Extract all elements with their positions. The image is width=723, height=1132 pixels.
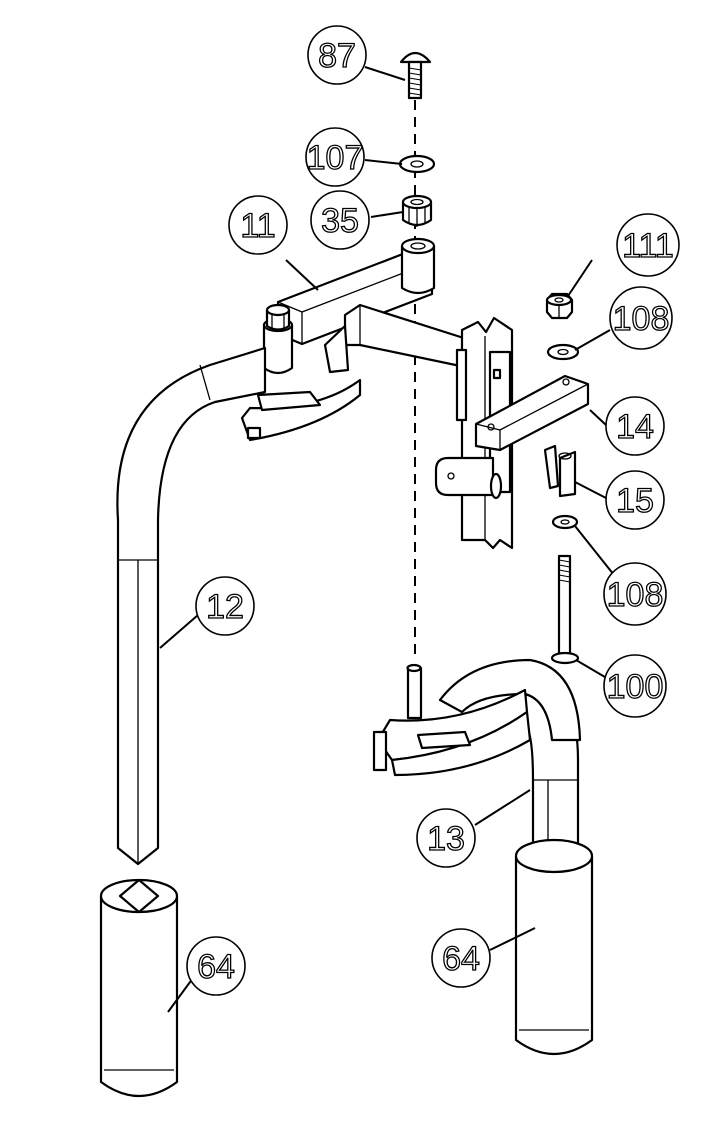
part-108-washer-lower [553, 516, 577, 528]
leader-15 [575, 482, 606, 498]
svg-text:14: 14 [616, 408, 654, 446]
callout-14: 14 [606, 397, 664, 455]
svg-text:64: 64 [442, 940, 480, 978]
callout-13: 13 [417, 809, 475, 867]
part-64-foot-cover-left [101, 880, 177, 1096]
svg-text:108: 108 [607, 576, 664, 614]
callout-64-right: 64 [432, 929, 490, 987]
leader-87 [365, 67, 405, 80]
part-107-washer [400, 156, 434, 172]
callout-111: 111 [617, 214, 679, 276]
svg-text:11: 11 [240, 207, 275, 245]
callout-108-lower: 108 [604, 563, 666, 625]
leader-111 [568, 260, 592, 296]
callout-107: 107 [306, 128, 364, 186]
svg-text:111: 111 [622, 227, 674, 265]
part-35-bushing [403, 196, 431, 227]
svg-text:13: 13 [427, 820, 465, 858]
svg-text:107: 107 [307, 139, 364, 177]
part-108-washer-upper [548, 345, 578, 359]
callout-11: 11 [229, 196, 287, 254]
part-100-long-bolt [552, 556, 578, 663]
leader-107 [365, 160, 402, 164]
svg-text:12: 12 [206, 588, 244, 626]
callout-12: 12 [196, 577, 254, 635]
leader-108b [575, 526, 614, 575]
part-64-foot-cover-right [516, 840, 592, 1054]
svg-text:87: 87 [318, 37, 356, 75]
leader-13 [475, 790, 530, 825]
leader-14 [590, 410, 606, 425]
callout-108-upper: 108 [610, 287, 672, 349]
leader-12 [160, 615, 198, 648]
part-13-right-leg [374, 660, 580, 864]
callout-15: 15 [606, 471, 664, 529]
part-11-crossarm [242, 239, 470, 440]
callout-64-left: 64 [187, 937, 245, 995]
part-87-bolt [401, 53, 430, 98]
leader-35 [371, 212, 403, 217]
svg-text:35: 35 [321, 202, 359, 240]
part-111-hex-nut [547, 294, 572, 318]
callout-100: 100 [604, 655, 666, 717]
leader-108a [575, 330, 610, 350]
svg-text:15: 15 [616, 482, 654, 520]
leader-11 [286, 260, 318, 290]
callout-35: 35 [311, 191, 369, 249]
callout-87: 87 [308, 26, 366, 84]
svg-text:100: 100 [607, 668, 664, 706]
part-15-pulley-bracket [545, 446, 575, 496]
svg-text:64: 64 [197, 948, 235, 986]
svg-text:108: 108 [613, 300, 670, 338]
